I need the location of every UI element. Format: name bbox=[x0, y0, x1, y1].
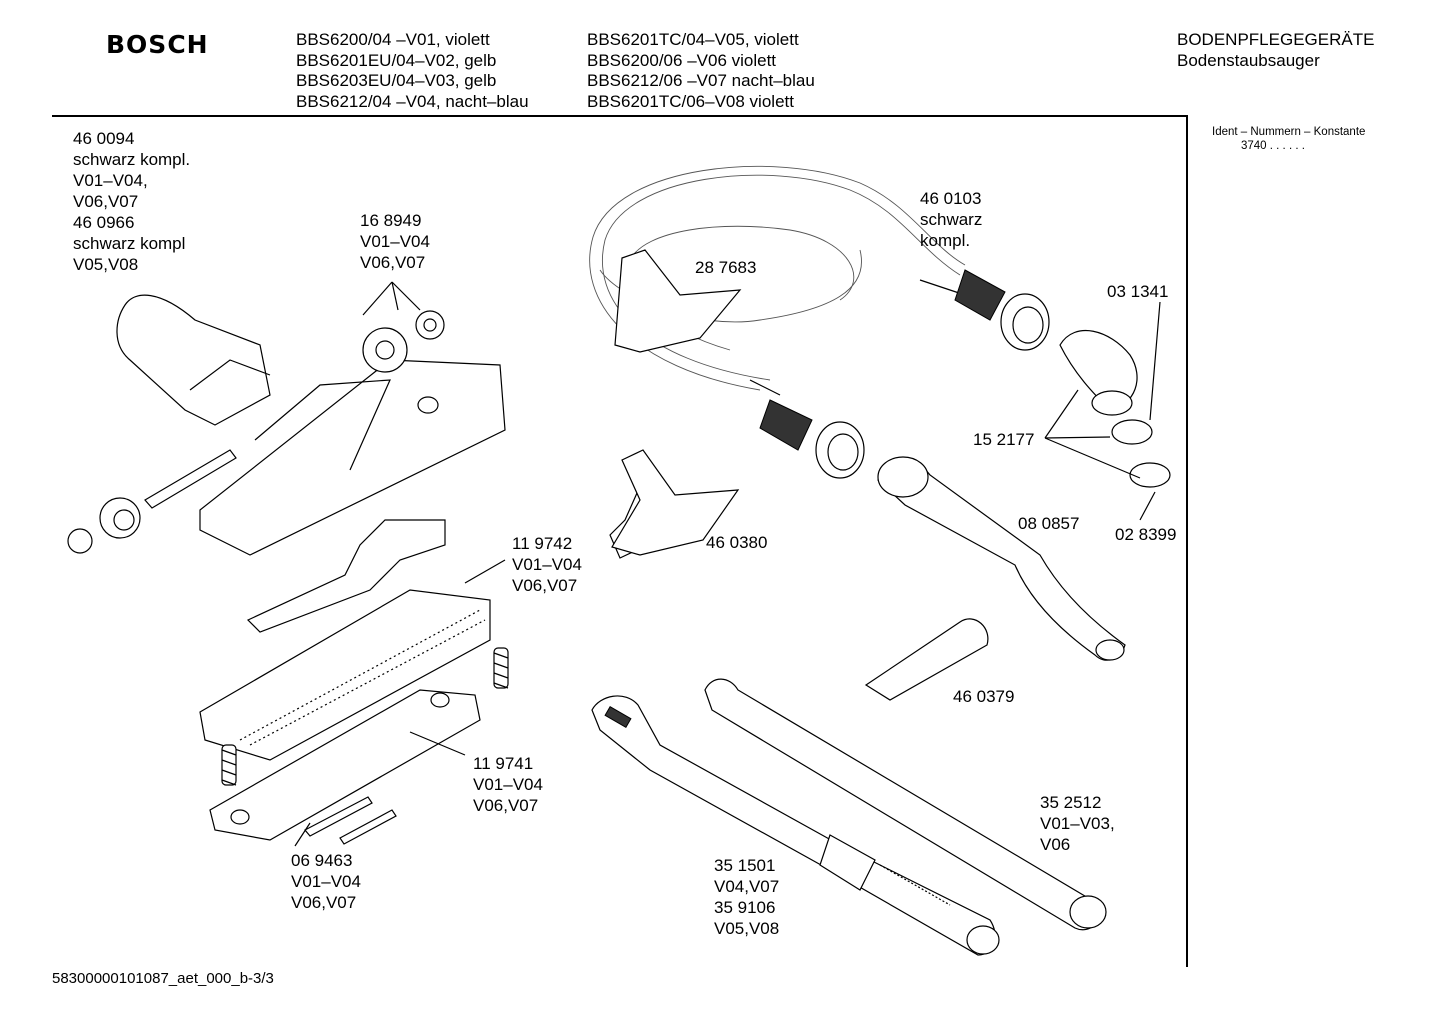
part-variants: V06,V07 bbox=[473, 796, 539, 815]
part-number: 16 8949 bbox=[360, 211, 422, 230]
model-list-col1: BBS6200/04 –V01, violett BBS6201EU/04–V0… bbox=[296, 30, 529, 112]
part-number: 46 0103 bbox=[920, 189, 982, 208]
model-entry: BBS6201TC/04–V05, violett bbox=[587, 30, 799, 49]
telescopic-tube bbox=[591, 695, 1000, 956]
sealing-strips bbox=[294, 796, 397, 847]
part-number: 08 0857 bbox=[1018, 514, 1080, 533]
header-rule bbox=[52, 115, 1188, 117]
part-variants: V06,V07 bbox=[512, 576, 578, 595]
model-list-col2: BBS6201TC/04–V05, violett BBS6200/06 –V0… bbox=[587, 30, 815, 112]
part-variants: V01–V04 bbox=[512, 555, 582, 574]
model-entry: BBS6200/06 –V06 violett bbox=[587, 50, 777, 70]
bosch-logo: BOSCH bbox=[106, 30, 209, 59]
part-number: 35 9106 bbox=[714, 898, 776, 917]
ident-title: Ident – Nummern – Konstante bbox=[1212, 126, 1366, 138]
switch-lever bbox=[246, 519, 506, 633]
part-label-460103: 46 0103 schwarz kompl. bbox=[920, 188, 982, 251]
part-number: 11 9741 bbox=[473, 754, 534, 773]
category-block: BODENPFLEGEGERÄTE Bodenstaubsauger bbox=[1177, 30, 1374, 71]
part-note: kompl. bbox=[920, 231, 971, 250]
part-label-119741: 11 9741 V01–V04 V06,V07 bbox=[473, 753, 543, 816]
model-entry: BBS6212/06 –V07 nacht–blau bbox=[587, 71, 815, 90]
document-id: 58300000101087_aet_000_b-3/3 bbox=[52, 970, 274, 987]
sole-plate-frame bbox=[199, 589, 491, 761]
part-label-352512: 35 2512 V01–V03, V06 bbox=[1040, 792, 1115, 855]
part-variants: V01–V04 bbox=[291, 872, 361, 891]
part-label-080857: 08 0857 bbox=[1018, 513, 1079, 534]
extension-tube bbox=[704, 678, 1107, 931]
model-entry: BBS6201TC/06–V08 violett bbox=[587, 91, 794, 111]
springs bbox=[221, 647, 509, 786]
ident-value: 3740 . . . . . . bbox=[1241, 140, 1305, 152]
part-variants: V06,V07 bbox=[73, 192, 139, 211]
upholstery-nozzle bbox=[609, 249, 742, 559]
part-variants: V05,V08 bbox=[73, 255, 139, 274]
part-label-031341: 03 1341 bbox=[1107, 281, 1168, 302]
part-number: 03 1341 bbox=[1107, 282, 1169, 301]
part-label-460380: 46 0380 bbox=[706, 532, 767, 553]
part-number: 46 0966 bbox=[73, 213, 135, 232]
nozzle-wheels bbox=[362, 281, 445, 373]
part-label-460094: 46 0094 schwarz kompl. V01–V04, V06,V07 … bbox=[73, 128, 190, 275]
part-number: 35 2512 bbox=[1040, 793, 1102, 812]
part-variants: V04,V07 bbox=[714, 877, 780, 896]
part-label-152177: 15 2177 bbox=[973, 429, 1034, 450]
crevice-tool bbox=[864, 618, 989, 701]
part-note: schwarz bbox=[920, 210, 983, 229]
model-entry: BBS6201EU/04–V02, gelb bbox=[296, 50, 497, 70]
part-number: 06 9463 bbox=[291, 851, 353, 870]
part-number: 46 0379 bbox=[953, 687, 1015, 706]
part-variants: V06 bbox=[1040, 835, 1071, 854]
swivel-connector bbox=[116, 294, 271, 426]
part-number: 35 1501 bbox=[714, 856, 776, 875]
part-label-460379: 46 0379 bbox=[953, 686, 1014, 707]
axle-and-side-wheel bbox=[67, 449, 237, 554]
part-variants: V01–V04 bbox=[473, 775, 543, 794]
part-number: 46 0380 bbox=[706, 533, 768, 552]
model-entry: BBS6200/04 –V01, violett bbox=[296, 30, 490, 49]
hose-clips bbox=[1044, 389, 1171, 521]
part-label-168949: 16 8949 V01–V04 V06,V07 bbox=[360, 210, 430, 273]
part-number: 46 0094 bbox=[73, 129, 135, 148]
base-plate bbox=[209, 689, 481, 841]
part-note: schwarz kompl. bbox=[73, 150, 191, 169]
sidebar-rule bbox=[1186, 115, 1188, 967]
hose-elbow bbox=[1059, 301, 1161, 421]
curved-handle-tube bbox=[877, 456, 1126, 661]
part-variants: V01–V03, bbox=[1040, 814, 1115, 833]
part-variants: V01–V04, bbox=[73, 171, 148, 190]
category-subtitle: Bodenstaubsauger bbox=[1177, 50, 1320, 70]
part-label-069463: 06 9463 V01–V04 V06,V07 bbox=[291, 850, 361, 913]
suction-hose bbox=[589, 165, 1050, 479]
part-variants: V05,V08 bbox=[714, 919, 780, 938]
model-entry: BBS6212/04 –V04, nacht–blau bbox=[296, 91, 529, 111]
part-label-351501: 35 1501 V04,V07 35 9106 V05,V08 bbox=[714, 855, 779, 939]
part-variants: V01–V04 bbox=[360, 232, 430, 251]
part-variants: V06,V07 bbox=[291, 893, 357, 912]
part-number: 02 8399 bbox=[1115, 525, 1177, 544]
model-entry: BBS6203EU/04–V03, gelb bbox=[296, 71, 497, 90]
category-title: BODENPFLEGEGERÄTE bbox=[1177, 30, 1375, 49]
part-number: 15 2177 bbox=[973, 430, 1035, 449]
part-note: schwarz kompl bbox=[73, 234, 186, 253]
part-variants: V06,V07 bbox=[360, 253, 426, 272]
part-label-287683: 28 7683 bbox=[695, 257, 756, 278]
part-label-028399: 02 8399 bbox=[1115, 524, 1176, 545]
part-number: 11 9742 bbox=[512, 534, 573, 553]
part-label-119742: 11 9742 V01–V04 V06,V07 bbox=[512, 533, 582, 596]
part-number: 28 7683 bbox=[695, 258, 757, 277]
